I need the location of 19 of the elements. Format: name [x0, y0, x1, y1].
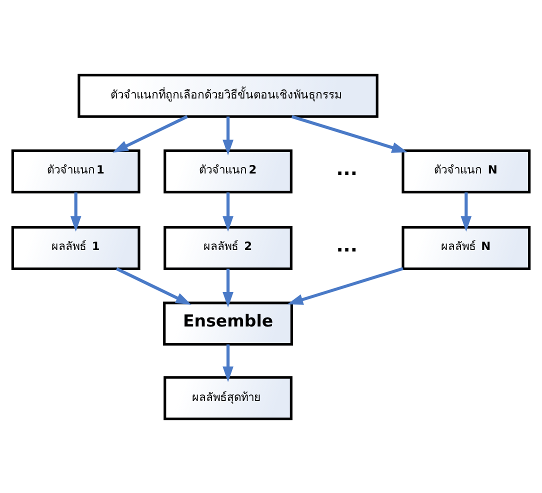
arrow	[222, 116, 234, 155]
arrow	[116, 266, 192, 304]
arrow	[222, 192, 234, 232]
arrow	[287, 266, 404, 304]
arrow	[460, 192, 472, 232]
label: ...	[336, 235, 358, 256]
arrow	[112, 114, 188, 152]
arrow	[70, 192, 82, 232]
node-box: ตัวจำแนกที่ถูกเลือกด้วยวิธีขั้นตอนเชิงพันธุกรรม	[78, 73, 378, 118]
label: ...	[336, 158, 358, 180]
node-box: ตัวจำแนก N	[402, 148, 531, 193]
arrow	[222, 268, 234, 308]
node-box: ผลลัพธ์สุดท้าย	[164, 376, 292, 420]
node-box: ผลลัพธ์ N	[402, 226, 531, 270]
node-box: Ensemble	[163, 301, 293, 346]
node-box: ผลลัพธ์ 2	[164, 226, 292, 270]
arrow	[222, 344, 234, 382]
node-box: ผลลัพธ์ 1	[11, 226, 140, 270]
arrow	[291, 114, 408, 152]
